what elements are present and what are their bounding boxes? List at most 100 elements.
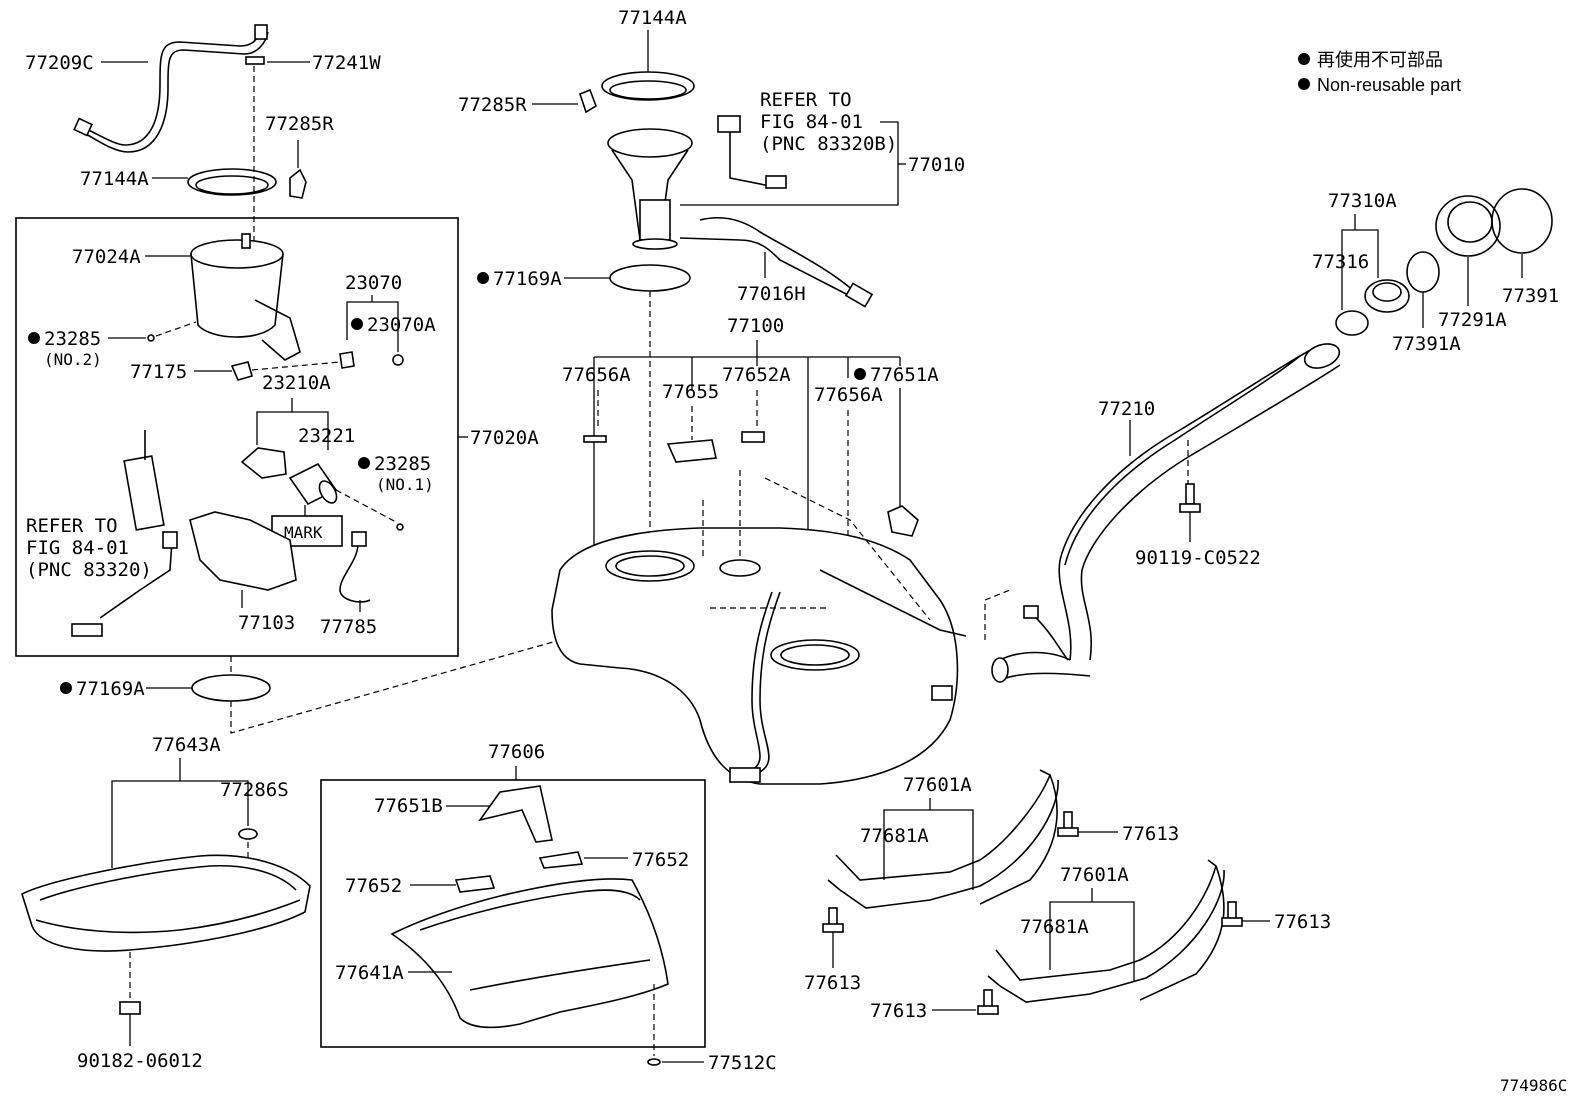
part-23285-no2[interactable] bbox=[147, 334, 155, 342]
part-77016H-hose[interactable] bbox=[679, 216, 874, 308]
part-77391A-seal[interactable] bbox=[1406, 251, 1440, 293]
label-77316[interactable]: 77316 bbox=[1312, 251, 1369, 273]
part-77310A-cap[interactable] bbox=[1364, 279, 1410, 313]
part-23221-pump[interactable] bbox=[288, 462, 340, 506]
label-refer-left-2[interactable]: FIG 84-01 bbox=[26, 537, 129, 559]
part-77785-harness[interactable] bbox=[339, 531, 371, 603]
label-90182[interactable]: 90182-06012 bbox=[77, 1050, 203, 1072]
part-77103-bracket[interactable] bbox=[189, 511, 297, 591]
part-77652A-pad[interactable] bbox=[741, 431, 765, 443]
label-77016H[interactable]: 77016H bbox=[737, 283, 806, 305]
label-77613-2[interactable]: 77613 bbox=[1274, 911, 1331, 933]
label-refer-left-3[interactable]: (PNC 83320) bbox=[26, 559, 152, 581]
label-77169A-left[interactable]: 77169A bbox=[76, 678, 145, 700]
label-77655[interactable]: 77655 bbox=[662, 381, 719, 403]
label-refer-left-1[interactable]: REFER TO bbox=[26, 515, 118, 537]
label-77310A[interactable]: 77310A bbox=[1328, 190, 1397, 212]
part-77613-bolt-1[interactable] bbox=[1057, 811, 1079, 837]
part-77291A-door[interactable] bbox=[1435, 195, 1501, 257]
label-23070[interactable]: 23070 bbox=[345, 272, 402, 294]
part-77024A-housing[interactable] bbox=[190, 233, 301, 361]
part-77651B-pad[interactable] bbox=[478, 785, 553, 843]
part-77010-pump-assembly[interactable] bbox=[607, 115, 787, 250]
part-77652-pad-right[interactable] bbox=[538, 851, 584, 869]
label-77643A[interactable]: 77643A bbox=[152, 734, 221, 756]
label-77613-1[interactable]: 77613 bbox=[1122, 823, 1179, 845]
label-23285-no1[interactable]: 23285 bbox=[374, 453, 431, 475]
label-77613-3[interactable]: 77613 bbox=[804, 972, 861, 994]
part-77655-pad[interactable] bbox=[666, 439, 717, 463]
part-77613-bolt-4[interactable] bbox=[977, 989, 999, 1015]
part-77643A-protector[interactable] bbox=[21, 854, 311, 952]
part-77641A-insulator[interactable] bbox=[390, 878, 669, 1029]
part-77241W-clip[interactable] bbox=[245, 56, 265, 65]
label-77010[interactable]: 77010 bbox=[908, 154, 965, 176]
label-77286S[interactable]: 77286S bbox=[220, 779, 289, 801]
label-77512C[interactable]: 77512C bbox=[708, 1052, 777, 1074]
label-77175[interactable]: 77175 bbox=[130, 361, 187, 383]
label-23070A[interactable]: 23070A bbox=[367, 314, 436, 336]
part-23070A-oring[interactable] bbox=[392, 354, 404, 366]
part-77210-filler-pipe[interactable] bbox=[991, 340, 1343, 683]
label-23221[interactable]: 23221 bbox=[298, 425, 355, 447]
label-77391A[interactable]: 77391A bbox=[1392, 333, 1461, 355]
label-90119[interactable]: 90119-C0522 bbox=[1135, 547, 1261, 569]
part-77285R-clip-top[interactable] bbox=[579, 88, 597, 114]
label-77209C[interactable]: 77209C bbox=[25, 52, 94, 74]
part-77209C-tube[interactable] bbox=[73, 24, 269, 153]
label-23285-no2[interactable]: 23285 bbox=[44, 328, 101, 350]
part-77391-seal[interactable] bbox=[1491, 188, 1553, 254]
part-77512C-clip[interactable] bbox=[647, 1058, 661, 1066]
label-77144A-left[interactable]: 77144A bbox=[80, 168, 149, 190]
label-77656A-1[interactable]: 77656A bbox=[562, 364, 631, 386]
part-77169A-gasket-top[interactable] bbox=[609, 264, 691, 292]
label-77285R-top[interactable]: 77285R bbox=[458, 94, 527, 116]
label-77681A-2[interactable]: 77681A bbox=[1020, 916, 1089, 938]
label-77785[interactable]: 77785 bbox=[320, 616, 377, 638]
label-77291A[interactable]: 77291A bbox=[1438, 309, 1507, 331]
label-77681A-1[interactable]: 77681A bbox=[860, 825, 929, 847]
label-77652-left[interactable]: 77652 bbox=[345, 875, 402, 897]
label-77652A[interactable]: 77652A bbox=[722, 364, 791, 386]
label-77601A-2[interactable]: 77601A bbox=[1060, 864, 1129, 886]
label-77169A-top[interactable]: 77169A bbox=[493, 268, 562, 290]
part-77286S-grommet[interactable] bbox=[238, 828, 258, 840]
label-77601A-1[interactable]: 77601A bbox=[903, 774, 972, 796]
part-77613-bolt-2[interactable] bbox=[1221, 901, 1243, 927]
label-77606[interactable]: 77606 bbox=[488, 741, 545, 763]
part-23210A-filter[interactable] bbox=[240, 447, 287, 479]
label-77241W[interactable]: 77241W bbox=[312, 52, 381, 74]
label-refer-top-1[interactable]: REFER TO bbox=[760, 89, 852, 111]
part-77169A-gasket-left[interactable] bbox=[191, 674, 271, 702]
label-77641A[interactable]: 77641A bbox=[335, 962, 404, 984]
label-77024A[interactable]: 77024A bbox=[72, 246, 141, 268]
part-77285R-bracket[interactable] bbox=[289, 168, 307, 199]
label-77651B[interactable]: 77651B bbox=[374, 795, 443, 817]
label-77656A-2[interactable]: 77656A bbox=[814, 384, 883, 406]
label-23210A[interactable]: 23210A bbox=[262, 372, 331, 394]
label-77285R-left[interactable]: 77285R bbox=[265, 113, 334, 135]
part-fuel-sender-left[interactable] bbox=[71, 430, 178, 637]
label-77100[interactable]: 77100 bbox=[727, 315, 784, 337]
part-77651A-pad[interactable] bbox=[887, 505, 919, 537]
part-23070-valve[interactable] bbox=[339, 351, 355, 369]
part-77144A-ring-left[interactable] bbox=[187, 168, 277, 196]
part-77316-gasket[interactable] bbox=[1335, 310, 1369, 336]
label-77144A-top[interactable]: 77144A bbox=[618, 7, 687, 29]
label-77020A[interactable]: 77020A bbox=[470, 427, 539, 449]
label-77613-4[interactable]: 77613 bbox=[870, 1000, 927, 1022]
label-77210[interactable]: 77210 bbox=[1098, 398, 1155, 420]
part-77652-pad-left[interactable] bbox=[454, 875, 496, 893]
label-refer-top-2[interactable]: FIG 84-01 bbox=[760, 111, 863, 133]
label-77652-right[interactable]: 77652 bbox=[632, 849, 689, 871]
part-77175[interactable] bbox=[230, 361, 253, 381]
label-77103[interactable]: 77103 bbox=[238, 612, 295, 634]
part-77100-fuel-tank[interactable] bbox=[551, 470, 967, 785]
part-77656A-pad-1[interactable] bbox=[583, 435, 607, 443]
part-77613-bolt-3[interactable] bbox=[822, 907, 844, 933]
label-refer-top-3[interactable]: (PNC 83320B) bbox=[760, 133, 897, 155]
label-77651A[interactable]: 77651A bbox=[870, 364, 939, 386]
part-90119-bolt[interactable] bbox=[1179, 483, 1201, 513]
part-23285-no1[interactable] bbox=[396, 523, 404, 531]
label-77391[interactable]: 77391 bbox=[1502, 285, 1559, 307]
